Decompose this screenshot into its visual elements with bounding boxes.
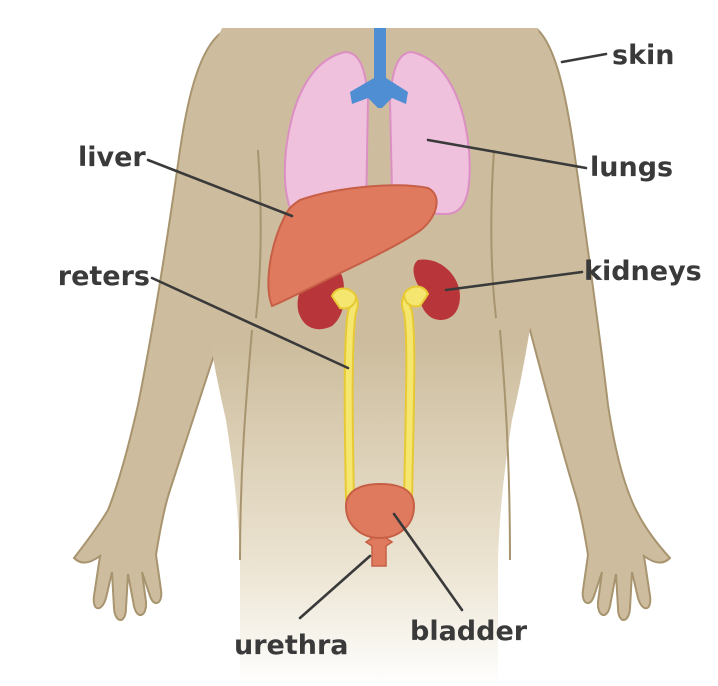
leader-lines: [146, 52, 608, 620]
torso: [193, 28, 547, 686]
left-armpit-line: [255, 149, 262, 319]
right-kidney: [413, 259, 460, 320]
ureters: [330, 285, 430, 505]
right-arm: [504, 27, 672, 621]
label-lungs: lungs: [590, 152, 673, 183]
label-bladder: bladder: [410, 616, 528, 647]
left-torso-side-line: [239, 329, 253, 561]
ureters-leader: [150, 276, 350, 370]
bladder: [344, 482, 416, 567]
lungs-leader: [426, 138, 588, 170]
right-armpit-line: [490, 149, 497, 319]
liver: [267, 184, 438, 308]
left-crop-mask: [0, 0, 58, 686]
label-skin: skin: [612, 40, 675, 71]
bladder-leader: [392, 512, 464, 612]
urethra-leader: [298, 554, 372, 620]
left-ureter-pelvis: [330, 287, 358, 310]
kidneys-leader: [444, 270, 584, 292]
liver-shape: [267, 184, 438, 308]
skin-leader: [560, 52, 608, 64]
trachea: [350, 28, 408, 108]
body-skin: [72, 27, 672, 686]
right-torso-side-line: [499, 329, 511, 561]
label-urethra: urethra: [234, 630, 349, 661]
liver-leader: [146, 158, 294, 218]
right-ureter-pelvis: [402, 285, 430, 308]
kidneys: [297, 259, 460, 330]
label-liver: liver: [78, 142, 146, 173]
label-kidneys: kidneys: [584, 256, 702, 287]
trachea-shape: [350, 28, 408, 108]
bladder-shape: [344, 482, 416, 540]
